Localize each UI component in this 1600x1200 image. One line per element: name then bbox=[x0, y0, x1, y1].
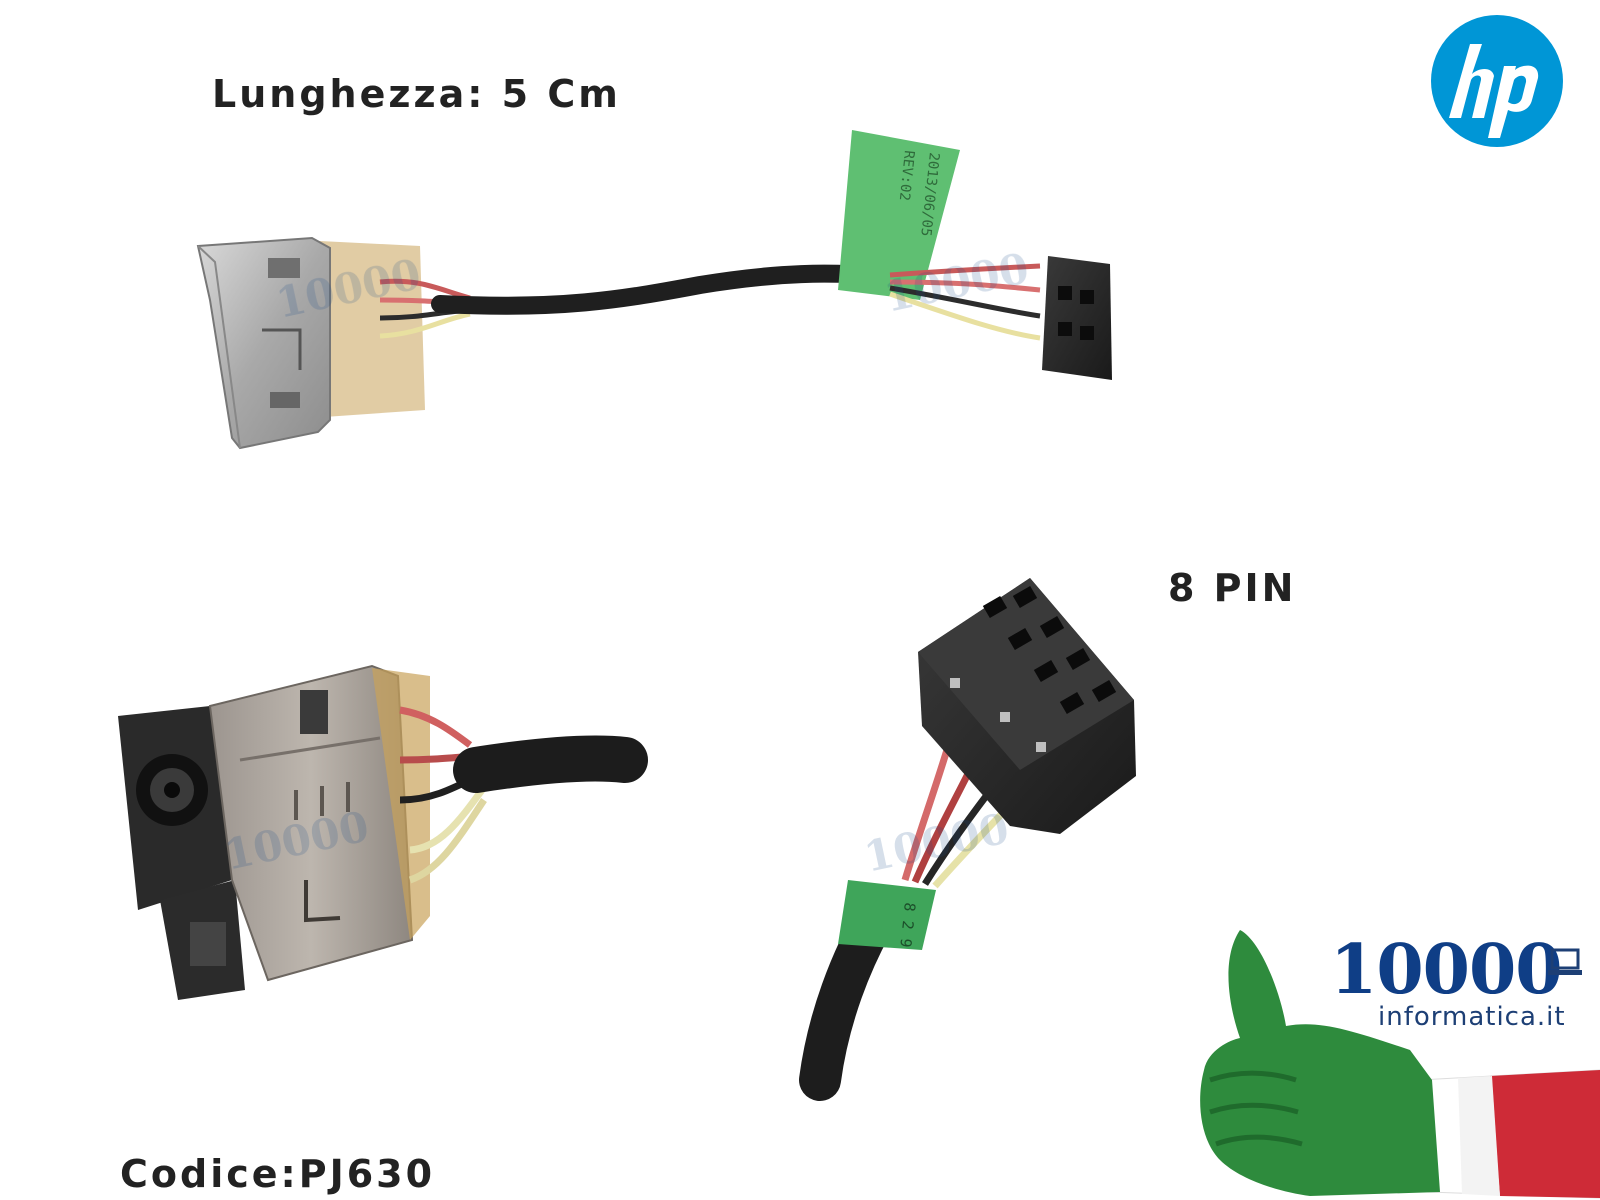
laptop-icon bbox=[1548, 948, 1582, 975]
svg-text:8 2 9: 8 2 9 bbox=[896, 902, 919, 949]
badge-site: informatica.it bbox=[1378, 1002, 1566, 1032]
thumbs-up-italian-flag-icon bbox=[1200, 930, 1600, 1199]
product-code-caption: Codice:PJ630 bbox=[120, 1152, 436, 1196]
hp-logo-icon bbox=[1431, 15, 1563, 147]
length-caption: Lunghezza: 5 Cm bbox=[212, 72, 621, 116]
jack-closeup-photo bbox=[118, 664, 648, 1000]
badge-number: 10000 bbox=[1330, 930, 1563, 1010]
connector-closeup-photo: 8 2 9 bbox=[799, 578, 1136, 1101]
svg-text:REV:02: REV:02 bbox=[896, 150, 917, 202]
top-cable-photo: REV:02 2013/06/05 bbox=[196, 130, 1112, 450]
pin-count-caption: 8 PIN bbox=[1168, 566, 1297, 610]
